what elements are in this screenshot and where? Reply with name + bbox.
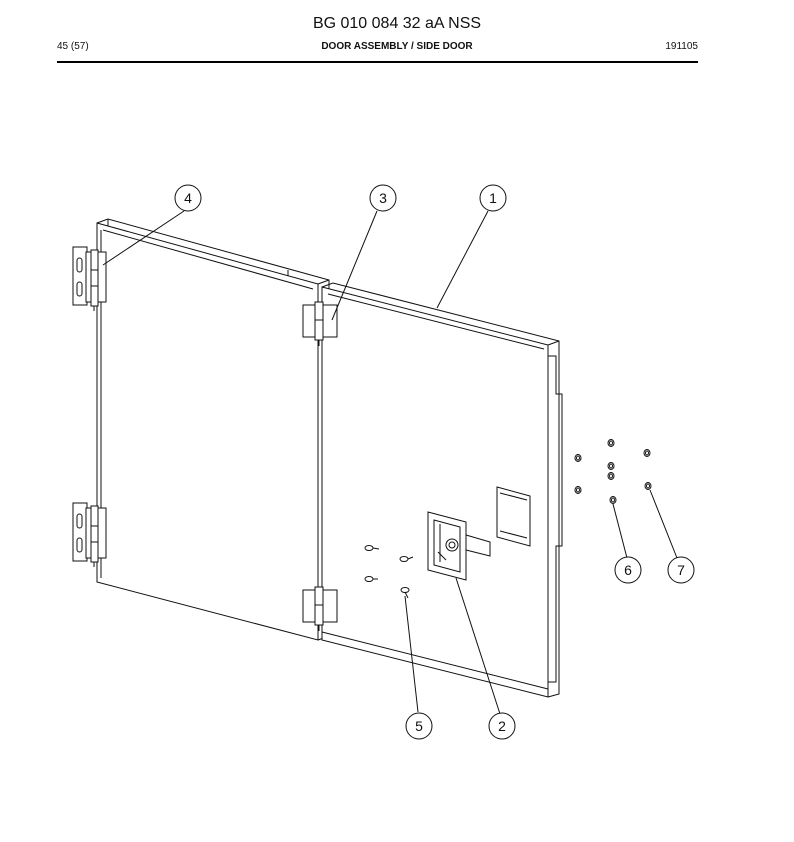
- hinge-bottom-left: [72, 502, 107, 567]
- callout-6: 6: [614, 556, 642, 584]
- hinge-top-center: [302, 301, 338, 346]
- callout-5: 5: [405, 712, 433, 740]
- left-door-panel: [96, 218, 330, 641]
- cover-plate: [496, 486, 531, 547]
- callout-6-label: 6: [624, 562, 632, 578]
- callout-7-label: 7: [677, 562, 685, 578]
- callout-3: 3: [369, 184, 397, 212]
- washers-and-nuts: [574, 439, 652, 504]
- callout-2-label: 2: [498, 718, 506, 734]
- right-door-panel: [321, 282, 563, 698]
- callout-1-label: 1: [489, 190, 497, 206]
- callout-4-label: 4: [184, 190, 192, 206]
- callout-2: 2: [488, 712, 516, 740]
- callout-1: 1: [479, 184, 507, 212]
- callout-3-label: 3: [379, 190, 387, 206]
- hinge-top-left: [72, 246, 107, 311]
- callout-7: 7: [667, 556, 695, 584]
- hinge-bottom-center: [302, 586, 338, 631]
- header-rule: [57, 61, 698, 63]
- document-date: 191105: [665, 41, 698, 52]
- document-title: BG 010 084 32 aA NSS: [312, 15, 482, 32]
- leader-lines: [102, 210, 678, 715]
- callout-4: 4: [174, 184, 202, 212]
- section-title: DOOR ASSEMBLY / SIDE DOOR: [321, 41, 473, 52]
- callout-5-label: 5: [415, 718, 423, 734]
- latch-handle: [427, 511, 491, 581]
- screws: [364, 545, 414, 599]
- page-number: 45 (57): [57, 41, 89, 52]
